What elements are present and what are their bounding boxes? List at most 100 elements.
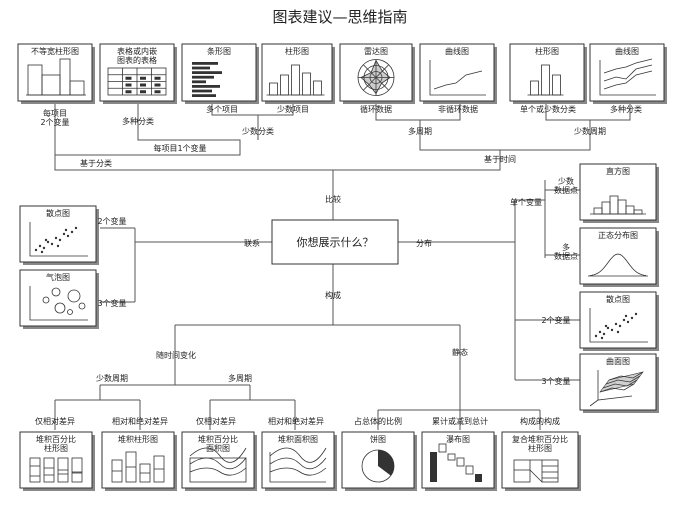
- surface-chart-icon: [589, 370, 644, 407]
- box-title: 条形图: [207, 46, 231, 56]
- label-multi-category: 多种分类: [122, 116, 154, 126]
- icon-bar: [29, 457, 41, 483]
- icon-axis: [599, 60, 656, 96]
- icon-axis: [589, 399, 599, 407]
- box-frame: [19, 431, 93, 489]
- icon-surface: [599, 371, 644, 393]
- box-frame: [17, 43, 93, 102]
- connector: [258, 101, 294, 116]
- icon-point: [70, 230, 74, 234]
- box-stacked-area: 堆积面积图: [261, 431, 337, 491]
- label-relative-only: 仅相对差异: [35, 416, 75, 426]
- icon-cell-mark: [140, 90, 146, 94]
- icon-link: [529, 469, 543, 483]
- icon-bubble: [51, 287, 61, 297]
- icon-point: [42, 246, 46, 250]
- box-stacked-column: 堆积柱形图: [101, 431, 177, 491]
- box-variable-width-column: 不等宽柱形图: [17, 43, 95, 104]
- branch-distribution: 分布: [416, 238, 432, 248]
- icon-bar: [438, 443, 447, 453]
- icon-point: [62, 232, 66, 236]
- box-title: 气泡图: [46, 272, 70, 282]
- bar-chart-icon: [192, 62, 222, 97]
- icon-point: [74, 226, 78, 230]
- waterfall-chart-icon: [430, 443, 482, 482]
- box-frame: [261, 43, 333, 102]
- variable-width-column-icon: [26, 58, 86, 96]
- icon-bubble: [42, 296, 50, 304]
- label-few-points: 少数数据点: [554, 176, 578, 195]
- box-waterfall-chart: 瀑布图: [421, 431, 497, 491]
- label-few-periods-composition: 少数周期: [96, 373, 128, 383]
- box-frame: [19, 205, 97, 263]
- icon-axis: [429, 60, 486, 96]
- connector: [420, 101, 461, 121]
- box-pie-chart: 饼图: [341, 431, 417, 491]
- box-frame: [579, 353, 657, 411]
- icon-point: [600, 336, 604, 340]
- label-relative-absolute: 相对和绝对差异: [112, 416, 168, 426]
- box-title: 不等宽柱形图: [31, 46, 79, 56]
- stacked-area-icon: [269, 447, 327, 483]
- connector: [545, 101, 591, 140]
- connector: [333, 150, 501, 171]
- icon-bar: [192, 85, 220, 88]
- connector: [375, 101, 421, 140]
- multi-line-chart-icon: [599, 58, 656, 96]
- box-frame: [181, 431, 255, 489]
- label-few-categories: 少数分类: [242, 126, 274, 136]
- icon-bar: [192, 66, 210, 70]
- icon-bar: [430, 452, 437, 482]
- icon-curve: [589, 253, 647, 276]
- box-frame: [579, 163, 657, 221]
- icon-point: [594, 334, 598, 338]
- scatter-plot-icon: [29, 222, 88, 257]
- label-three-var-relation: 3个变量: [97, 298, 126, 308]
- icon-point: [64, 228, 68, 232]
- stacked-column-icon: [111, 451, 165, 483]
- box-stacked-100-column: 堆积百分比柱形图: [19, 431, 95, 491]
- icon-bubble: [67, 289, 81, 303]
- label-many-periods: 多周期: [408, 126, 432, 136]
- box-title: 柱形图: [285, 46, 309, 56]
- icon-surface-line: [608, 371, 644, 381]
- icon-cell-mark: [140, 76, 146, 80]
- box-title: 堆积百分比柱形图: [36, 434, 76, 453]
- icon-point: [610, 328, 614, 332]
- icon-line: [603, 70, 653, 90]
- icon-bar: [475, 474, 482, 482]
- icon-cell-mark: [125, 90, 132, 94]
- icon-axis: [589, 308, 648, 343]
- box-line-chart: 曲线图: [419, 43, 497, 104]
- icon-bubble: [78, 302, 86, 310]
- icon-line: [603, 58, 653, 74]
- column-chart-icon: [527, 64, 564, 96]
- box-radar-chart: 雷达图: [339, 43, 415, 104]
- label-cyclic: 循环数据: [360, 104, 392, 114]
- stacked-100-column-icon: [29, 457, 83, 483]
- center-question: 你想展示什么？: [271, 219, 399, 265]
- box-frame: [589, 43, 665, 102]
- label-multi-items: 多个项目: [206, 104, 238, 114]
- label-many-periods-composition: 多周期: [228, 373, 252, 383]
- radar-chart-icon: [357, 59, 395, 96]
- label-single-var: 单个变量: [510, 197, 542, 207]
- box-scatter-plot-2: 散点图: [579, 291, 659, 351]
- connector: [54, 135, 160, 156]
- icon-bar: [192, 62, 218, 65]
- icon-line: [603, 64, 653, 82]
- box-title: 曲线图: [615, 46, 639, 56]
- icon-bubble: [67, 309, 73, 315]
- box-title: 柱形图: [535, 46, 559, 56]
- label-relative-absolute-2: 相对和绝对差异: [268, 416, 324, 426]
- icon-area-line: [269, 467, 327, 476]
- label-two-var-relation: 2个变量: [97, 216, 126, 226]
- line-chart-icon: [429, 60, 486, 96]
- branch-compare: 比较: [325, 194, 341, 204]
- label-relative-only-2: 仅相对差异: [196, 416, 236, 426]
- connector-lines: [54, 101, 631, 430]
- icon-area-line: [189, 457, 247, 470]
- icon-bar: [541, 459, 559, 483]
